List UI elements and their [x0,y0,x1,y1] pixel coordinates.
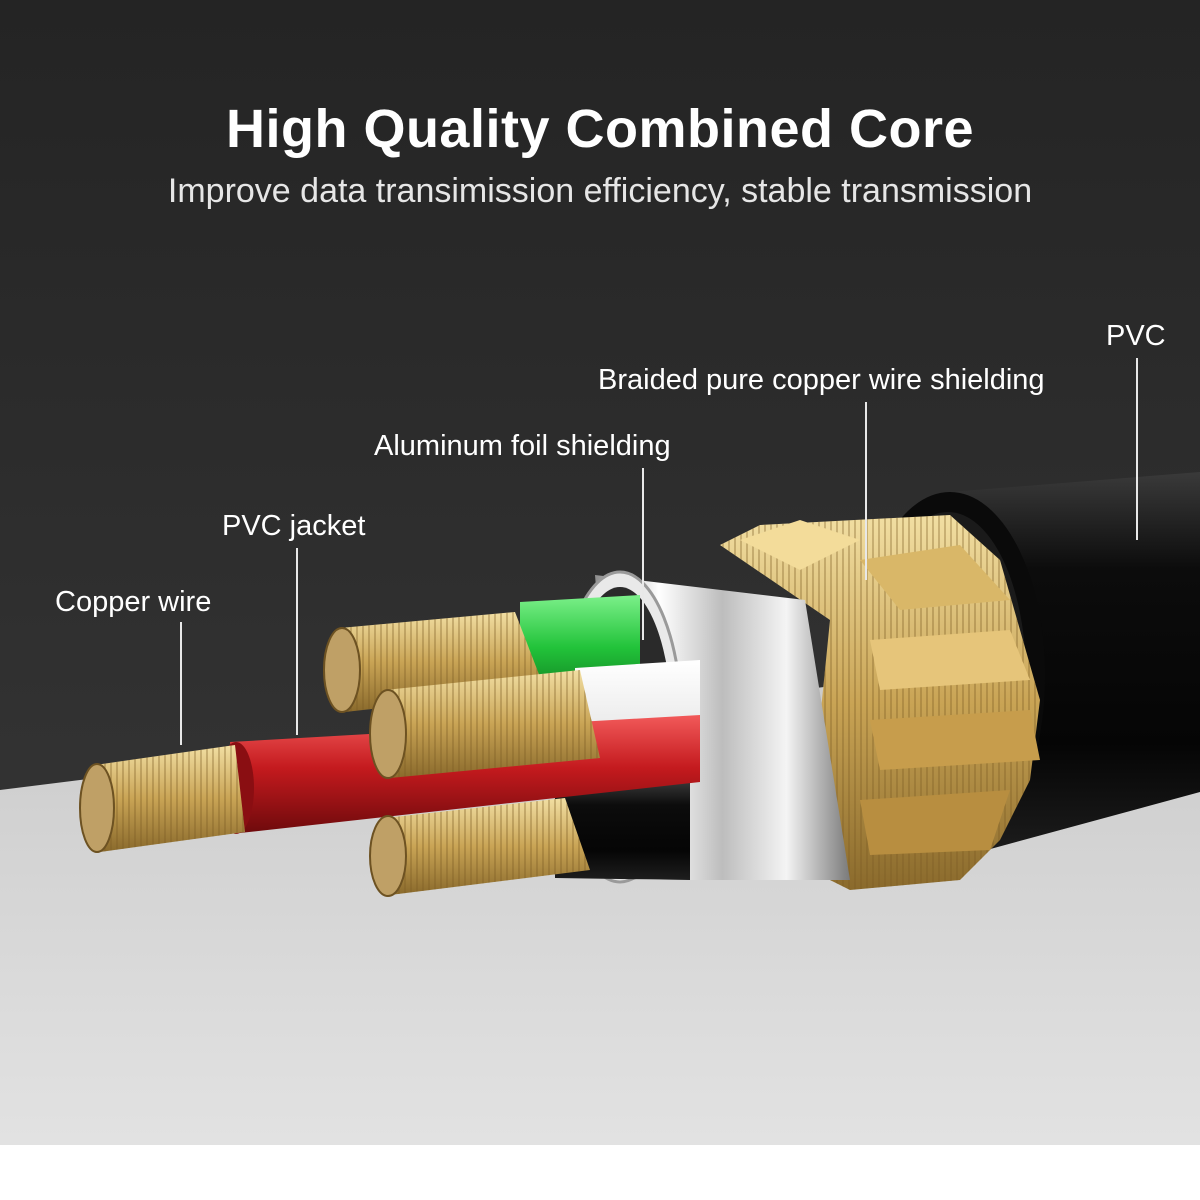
copper-conductor-middle [369,670,600,779]
label-braided-shielding: Braided pure copper wire shielding [598,364,1045,396]
label-copper-wire: Copper wire [55,586,212,618]
label-pvc-jacket: PVC jacket [222,510,366,542]
label-foil-shielding: Aluminum foil shielding [374,430,671,462]
copper-conductor-front [79,745,245,853]
label-pvc: PVC [1106,320,1166,352]
page-subtitle: Improve data transimission efficiency, s… [167,172,1033,210]
copper-conductor-bottom [369,798,590,897]
braided-shielding [720,515,1040,890]
callout-lines [180,358,1138,745]
page-title: High Quality Combined Core [225,99,975,159]
black-core [555,780,690,880]
